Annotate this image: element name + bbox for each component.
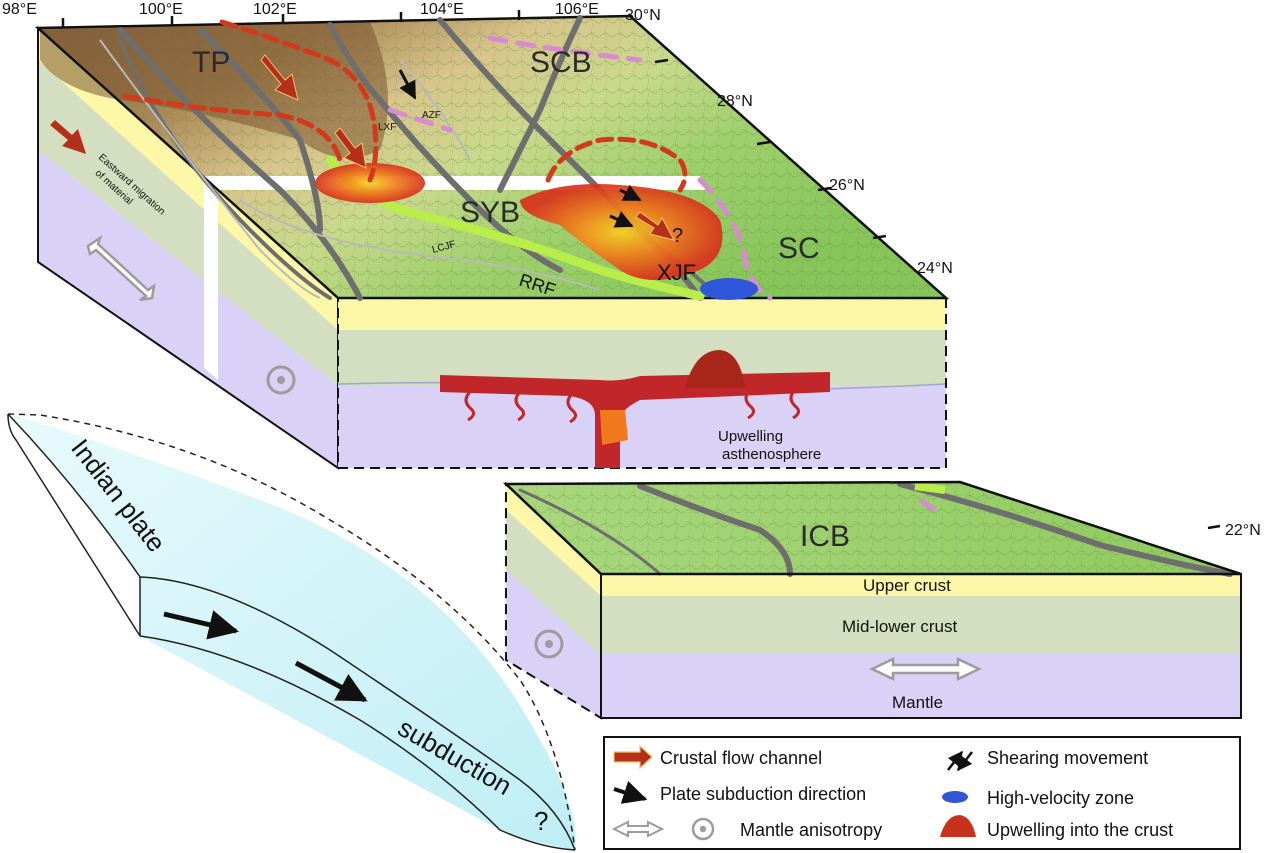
region-scb: SCB: [530, 46, 592, 79]
main-block: TP SCB SYB SC LXF AZF LCJF RRF XJF ? Eas…: [2, 1, 953, 470]
upwelling-label-2: asthenosphere: [722, 446, 821, 463]
legend-shearing-icon: [947, 750, 973, 772]
legend-crustal-flow-icon: [613, 744, 653, 770]
lat-22: 22°N: [1225, 522, 1261, 539]
block-boundaries: [387, 35, 773, 301]
lon-102: 102°E: [253, 1, 297, 18]
layer-mid-lower-crust: Mid-lower crust: [842, 617, 958, 636]
legend-shearing: Shearing movement: [987, 748, 1148, 768]
legend-anisotropy-dot-center: [699, 825, 707, 833]
legend-anisotropy-arrow-icon: [611, 820, 665, 838]
lat-28: 28°N: [717, 93, 753, 110]
layer-mantle: Mantle: [892, 693, 943, 712]
latitude-ticks: [654, 58, 887, 240]
legend-plate-direction: Plate subduction direction: [660, 784, 866, 804]
layer-upper-crust: Upper crust: [863, 576, 951, 595]
lon-106: 106°E: [555, 1, 599, 18]
legend-box: [603, 736, 1241, 850]
legend-upwelling-icon: [940, 815, 976, 837]
legend-mantle-anisotropy: Mantle anisotropy: [740, 820, 882, 840]
lat-30: 30°N: [625, 7, 661, 24]
legend-upwelling-crust: Upwelling into the crust: [987, 820, 1173, 840]
high-velocity-zone: [700, 278, 758, 300]
left-face-anisotropy: [86, 234, 296, 395]
icb-anisotropy-arrow: [869, 657, 982, 681]
fault-azf: AZF: [422, 110, 441, 121]
longitude-ticks: [61, 10, 521, 28]
question-mark-main: ?: [672, 225, 683, 247]
upwelling-label-1: Upwelling: [718, 428, 783, 445]
region-tp: TP: [192, 46, 230, 79]
lat-tick-22: [1207, 524, 1221, 530]
side-flow-arrow: [50, 120, 86, 154]
icb-side-dot: [534, 629, 564, 659]
region-sc: SC: [778, 232, 820, 265]
lon-104: 104°E: [420, 1, 464, 18]
legend-high-velocity: High-velocity zone: [987, 788, 1134, 808]
shear-arrows: [398, 69, 642, 228]
cross-section-anomaly: [440, 350, 830, 468]
lon-100: 100°E: [139, 1, 183, 18]
legend: Crustal flow channel Plate subduction di…: [603, 736, 1241, 850]
crustal-flow-channels: [122, 19, 688, 193]
legend-anisotropy-dot-icon: [691, 817, 715, 841]
icb-side-dot-center: [545, 640, 553, 648]
icb-block: ICB 22°N Upper crust Mid-lower crust Man…: [502, 480, 1261, 720]
lat-26: 26°N: [829, 177, 865, 194]
region-syb: SYB: [460, 196, 520, 229]
legend-plate-arrow-icon: [613, 780, 648, 804]
legend-crustal-flow: Crustal flow channel: [660, 748, 822, 768]
lat-24: 24°N: [917, 260, 953, 277]
plate-arrow-1: [163, 610, 239, 640]
flow-arrows: [50, 54, 675, 241]
region-icb: ICB: [800, 520, 850, 553]
plate-arrow-2: [294, 660, 368, 703]
indian-plate: Indian plate subduction ?: [7, 413, 576, 851]
hot-anomalies: [315, 163, 723, 280]
legend-high-velocity-icon: [942, 791, 968, 803]
fault-lxf: LXF: [378, 122, 396, 133]
lon-98: 98°E: [2, 1, 37, 18]
fault-xjf: XJF: [657, 260, 696, 285]
plate-question-mark: ?: [534, 806, 548, 836]
minor-faults: [99, 39, 601, 299]
